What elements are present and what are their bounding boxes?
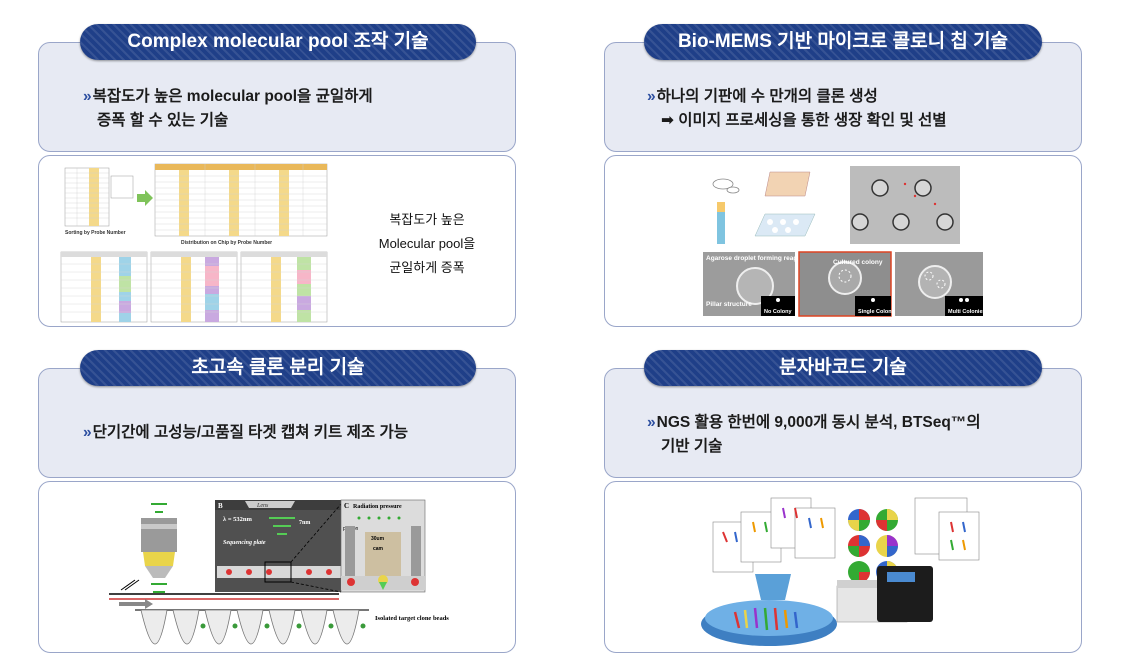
distribution-tables — [60, 251, 328, 323]
bullet-text: »하나의 기판에 수 만개의 클론 생성 ➡ 이미지 프로세싱을 통한 생장 확… — [647, 88, 947, 129]
bullet-text: »복잡도가 높은 molecular pool을 균일하게 증폭 할 수 있는 … — [83, 88, 373, 129]
panel-b-inset: B Lens λ = 532nm 7nm Sequencing plate — [215, 500, 343, 592]
spreadsheet-figure: Sorting by Probe Number Distribution on … — [60, 163, 328, 323]
label-cam: cam — [373, 546, 384, 552]
panel-clone-isolation: »단기간에 고성능/고품질 타겟 캡쳐 키트 제조 가능 초고속 클론 분리 기… — [38, 348, 516, 658]
figure-box — [604, 481, 1082, 653]
tag-multi-colonies: Multi Colonies — [948, 309, 986, 315]
figure-box: B Lens λ = 532nm 7nm Sequencing plate C — [38, 481, 516, 653]
laser-isolation-figure: B Lens λ = 532nm 7nm Sequencing plate C — [109, 499, 449, 645]
chip-schematic — [712, 171, 816, 244]
tag-single-colony: Single Colony — [858, 309, 896, 315]
double-chevron-icon: » — [647, 414, 656, 431]
colony-micrograph-none: Agarose droplet forming reagent Pillar s… — [703, 252, 808, 316]
double-chevron-icon: » — [647, 88, 656, 105]
label-cultured: Cultured colony — [833, 259, 883, 266]
bullet-text: »NGS 활용 한번에 9,000개 동시 분석, BTSeq™의 기반 기술 — [647, 414, 981, 455]
barcode-cards — [712, 497, 980, 573]
label-distribution: Distribution on Chip by Probe Number — [181, 240, 272, 246]
figure-box: Agarose droplet forming reagent Pillar s… — [604, 155, 1082, 327]
panel-bio-mems-colony-chip: »하나의 기판에 수 만개의 클론 생성 ➡ 이미지 프로세싱을 통한 생장 확… — [604, 22, 1082, 332]
sample-dish — [701, 600, 837, 646]
label-wavelength: λ = 532nm — [223, 516, 253, 523]
panel-title: Complex molecular pool 조작 기술 — [80, 24, 476, 60]
description-box: »하나의 기판에 수 만개의 클론 생성 ➡ 이미지 프로세싱을 통한 생장 확… — [604, 42, 1082, 152]
ngs-sequencer — [836, 566, 933, 623]
arrow-right-icon — [137, 190, 153, 206]
probe-table-large — [154, 163, 328, 237]
description-box: »복잡도가 높은 molecular pool을 균일하게 증폭 할 수 있는 … — [38, 42, 516, 152]
description-box: »단기간에 고성능/고품질 타겟 캡쳐 키트 제조 가능 — [38, 368, 516, 478]
label-lens: Lens — [256, 503, 269, 509]
double-chevron-icon: » — [83, 88, 92, 105]
objective-lens-illustration — [109, 503, 339, 609]
barcode-color-wheels — [848, 509, 898, 583]
label-agarose: Agarose droplet forming reagent — [706, 255, 808, 262]
panel-title: 초고속 클론 분리 기술 — [80, 350, 476, 386]
colony-micrograph-multi: Multi Colonies — [895, 252, 986, 316]
bullet-text: »단기간에 고성능/고품질 타겟 캡쳐 키트 제조 가능 — [83, 424, 408, 441]
label-plate: Sequencing plate — [223, 540, 266, 546]
figure-caption: 복잡도가 높은 Molecular pool을 균일하게 증폭 — [378, 212, 476, 275]
panel-c-inset: C Radiation pressure photon 30um cam — [340, 499, 426, 593]
colony-micrograph-single: Cultured colony Single Colony — [798, 251, 896, 317]
label-isolated: Isolated target clone beads — [375, 615, 449, 622]
label-sorting: Sorting by Probe Number — [65, 230, 126, 236]
panel-complex-molecular-pool: »복잡도가 높은 molecular pool을 균일하게 증폭 할 수 있는 … — [38, 22, 516, 332]
panel-molecular-barcode: »NGS 활용 한번에 9,000개 동시 분석, BTSeq™의 기반 기술 … — [604, 348, 1082, 658]
microscope-image-wells — [850, 166, 960, 244]
double-chevron-icon: » — [83, 424, 92, 441]
label-7nm: 7nm — [299, 520, 310, 526]
label-c: C — [344, 502, 349, 510]
label-radiation: Radiation pressure — [353, 504, 402, 510]
barcode-ngs-figure — [701, 497, 980, 646]
label-bead-size: 30um — [371, 536, 385, 542]
label-b: B — [218, 502, 223, 510]
probe-table-small — [64, 167, 134, 227]
colony-chip-figure: Agarose droplet forming reagent Pillar s… — [703, 166, 986, 317]
figure-box: Sorting by Probe Number Distribution on … — [38, 155, 516, 327]
label-pillar: Pillar structure — [706, 301, 752, 308]
panel-title: Bio-MEMS 기반 마이크로 콜로니 칩 기술 — [644, 24, 1042, 60]
tag-no-colony: No Colony — [764, 309, 792, 315]
collection-wells — [135, 609, 369, 645]
panel-title: 분자바코드 기술 — [644, 350, 1042, 386]
funnel-arrow-icon — [755, 574, 791, 600]
